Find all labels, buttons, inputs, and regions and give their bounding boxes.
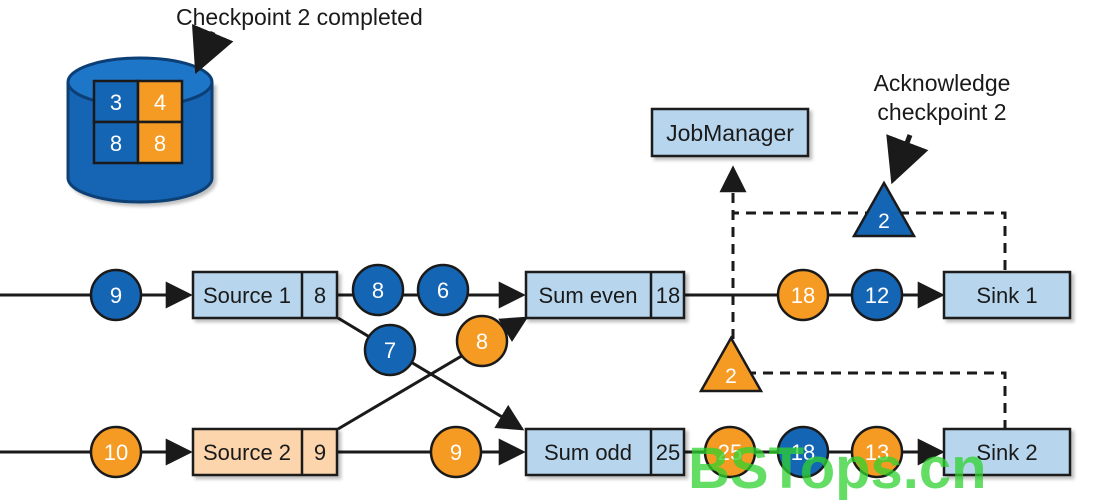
checkpoint-completed-label: Checkpoint 2 completed — [176, 4, 423, 30]
record-circle: 18 — [776, 268, 830, 322]
barrier-triangle: 2 — [851, 180, 917, 238]
sum-odd-operator: Sum odd 25 — [524, 427, 686, 477]
ack-pointer-arrow — [886, 134, 929, 185]
source2-name: Source 2 — [203, 440, 291, 465]
sum-odd-state: 25 — [656, 440, 680, 465]
record-circle: 10 — [89, 425, 143, 479]
checkpoint-storage: 3 4 8 8 — [66, 56, 214, 204]
sum-even-state: 18 — [656, 283, 680, 308]
storage-cell-2: 4 — [154, 90, 166, 115]
barrier-label: 2 — [878, 210, 890, 233]
record-circle: 8 — [351, 263, 405, 317]
sum-even-name: Sum even — [538, 283, 637, 308]
source1-operator: Source 1 8 — [191, 270, 339, 320]
storage-cell-4: 8 — [154, 131, 166, 156]
job-manager-box — [650, 107, 810, 158]
ack-label-line1: Acknowledge — [874, 70, 1011, 96]
record-label: 25 — [718, 440, 742, 465]
record-circle: 13 — [850, 425, 904, 479]
record-circle: 25 — [703, 425, 757, 479]
sink1-name: Sink 1 — [976, 283, 1037, 308]
record-circle: 9 — [89, 268, 143, 322]
record-circle: 6 — [416, 263, 470, 317]
sum-even-operator: Sum even 18 — [524, 270, 686, 320]
source1-name: Source 1 — [203, 283, 291, 308]
record-label: 8 — [372, 278, 384, 303]
record-circle: 7 — [363, 323, 417, 377]
watermark-text: BSTops.cn — [688, 436, 987, 500]
record-label: 18 — [791, 283, 815, 308]
record-label: 13 — [865, 440, 889, 465]
record-label: 9 — [450, 440, 462, 465]
checkpoint-pointer-arrow — [191, 23, 234, 75]
barrier-label: 2 — [725, 365, 737, 388]
record-circle: 12 — [850, 268, 904, 322]
sink2-name: Sink 2 — [976, 440, 1037, 465]
record-label: 12 — [865, 283, 889, 308]
record-label: 9 — [110, 283, 122, 308]
record-label: 6 — [437, 278, 449, 303]
sink1-operator: Sink 1 — [942, 270, 1072, 320]
source2-operator: Source 2 9 — [191, 427, 339, 477]
job-manager-label: JobManager — [666, 120, 794, 146]
record-circle: 9 — [429, 425, 483, 479]
source2-state: 9 — [314, 440, 326, 465]
record-circle: 8 — [455, 314, 509, 368]
storage-cell-1: 3 — [110, 90, 122, 115]
record-circle: 18 — [776, 425, 830, 479]
record-label: 10 — [104, 440, 128, 465]
records: 9 10 8 6 7 8 9 18 — [89, 263, 904, 479]
sum-odd-name: Sum odd — [544, 440, 632, 465]
ack-label-line2: checkpoint 2 — [877, 99, 1006, 125]
barrier-triangle: 2 — [698, 335, 764, 393]
ack-dashed-paths — [719, 165, 1007, 430]
record-label: 7 — [384, 338, 396, 363]
storage-cell-3: 8 — [110, 131, 122, 156]
storage-state-grid: 3 4 8 8 — [92, 79, 184, 165]
record-label: 8 — [476, 329, 488, 354]
record-label: 18 — [791, 440, 815, 465]
sink2-operator: Sink 2 — [942, 427, 1072, 477]
source1-state: 8 — [314, 283, 326, 308]
